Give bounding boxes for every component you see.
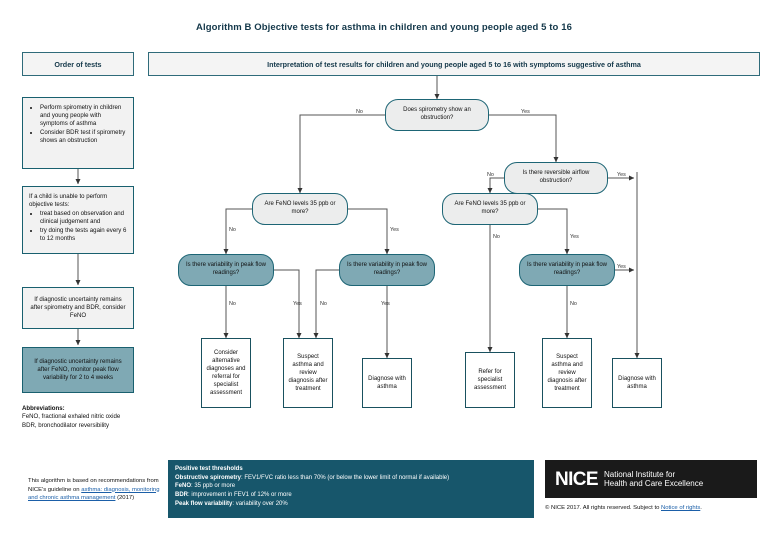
decision-peak-flow-middle[interactable]: Is there variability in peak flow readin…	[339, 254, 435, 286]
copyright-prefix: © NICE 2017. All rights reserved. Subjec…	[545, 505, 661, 511]
edge-label-no: No	[570, 301, 577, 307]
decision-peak-flow-right[interactable]: Is there variability in peak flow readin…	[519, 254, 615, 286]
edge-label-no: No	[487, 172, 494, 178]
threshold-label: Obstructive spirometry	[175, 474, 242, 481]
header-order-of-tests: Order of tests	[22, 52, 134, 76]
terminal-suspect-asthma-right[interactable]: Suspect asthma and review diagnosis afte…	[542, 338, 592, 408]
abbreviations: Abbreviations: FeNO, fractional exhaled …	[22, 405, 172, 430]
abbreviations-heading: Abbreviations:	[22, 405, 65, 412]
order-box-text: If diagnostic uncertainty remains after …	[34, 357, 122, 382]
terminal-diagnose-with-asthma-right[interactable]: Diagnose with asthma	[612, 358, 662, 408]
edge-label-yes: Yes	[390, 227, 399, 233]
order-bullet: treat based on observation and clinical …	[40, 210, 127, 226]
nice-logo: NICE National Institute for Health and C…	[545, 460, 757, 498]
thresholds-title: Positive test thresholds	[175, 466, 243, 472]
decision-peak-flow-left[interactable]: Is there variability in peak flow readin…	[178, 254, 274, 286]
threshold-value: : FEV1/FVC ratio less than 70% (or below…	[241, 474, 450, 481]
edge-label-no: No	[320, 301, 327, 307]
order-bullet: Consider BDR test if spirometry shows an…	[40, 129, 127, 145]
decision-spirometry-obstruction[interactable]: Does spirometry show an obstruction?	[385, 99, 489, 131]
source-note-line1: This algorithm is based on	[28, 478, 97, 484]
edge-label-yes: Yes	[293, 301, 302, 307]
terminal-refer-for-specialist-assessment[interactable]: Refer for specialist assessment	[465, 352, 515, 408]
edge-label-no: No	[229, 227, 236, 233]
nice-tagline-line1: National Institute for	[604, 469, 676, 479]
terminal-suspect-asthma-left[interactable]: Suspect asthma and review diagnosis afte…	[283, 338, 333, 408]
order-bullet: try doing the tests again every 6 to 12 …	[40, 227, 127, 243]
edge-label-yes: Yes	[617, 264, 626, 270]
threshold-label: Peak flow variability	[175, 500, 233, 507]
order-box-text: If diagnostic uncertainty remains after …	[30, 295, 126, 320]
copyright-notice: © NICE 2017. All rights reserved. Subjec…	[545, 505, 760, 511]
edge-label-no: No	[229, 301, 236, 307]
source-note: This algorithm is based on recommendatio…	[28, 477, 160, 503]
source-note-prefix: on	[73, 486, 82, 493]
edge-label-no: No	[493, 234, 500, 240]
threshold-item: Obstructive spirometry: FEV1/FVC ratio l…	[175, 474, 527, 483]
threshold-value: : 35 ppb or more	[191, 483, 236, 490]
nice-tagline: National Institute for Health and Care E…	[604, 470, 703, 489]
decision-reversible-airflow[interactable]: Is there reversible airflow obstruction?	[504, 162, 608, 194]
threshold-value: : improvement in FEV1 of 12% or more	[188, 492, 292, 499]
threshold-item: FeNO: 35 ppb or more	[175, 482, 527, 491]
nice-wordmark: NICE	[555, 468, 599, 490]
threshold-label: FeNO	[175, 483, 192, 490]
threshold-item: BDR: improvement in FEV1 of 12% or more	[175, 491, 527, 500]
edge-label-yes: Yes	[617, 172, 626, 178]
order-box-monitor-peak-flow: If diagnostic uncertainty remains after …	[22, 347, 134, 393]
copyright-suffix: .	[700, 505, 702, 511]
order-box-unable-to-perform: If a child is unable to perform objectiv…	[22, 186, 134, 254]
guideline-link[interactable]: asthma: diagnosis, monitoring and chroni…	[28, 486, 160, 502]
edge-label-yes: Yes	[570, 234, 579, 240]
abbreviation-line: FeNO, fractional exhaled nitric oxide	[22, 413, 121, 421]
source-note-suffix: (2017)	[115, 495, 135, 502]
nice-tagline-line2: Health and Care Excellence	[604, 479, 704, 488]
threshold-value: : variability over 20%	[232, 500, 288, 507]
decision-feno-left[interactable]: Are FeNO levels 35 ppb or more?	[252, 193, 348, 225]
terminal-consider-alternative-diagnoses[interactable]: Consider alternative diagnoses and refer…	[201, 338, 251, 408]
edge-label-yes: Yes	[521, 109, 530, 115]
decision-feno-right[interactable]: Are FeNO levels 35 ppb or more?	[442, 193, 538, 225]
order-box-lead: If a child is unable to perform objectiv…	[29, 193, 108, 209]
order-box-consider-feno: If diagnostic uncertainty remains after …	[22, 287, 134, 329]
order-bullet: Perform spirometry in children and young…	[40, 104, 127, 128]
page-title: Algorithm B Objective tests for asthma i…	[196, 22, 572, 33]
notice-of-rights-link[interactable]: Notice of rights	[661, 505, 701, 511]
terminal-diagnose-with-asthma-left[interactable]: Diagnose with asthma	[362, 358, 412, 408]
abbreviation-line: BDR, bronchodilator reversibility	[22, 421, 110, 429]
edge-label-no: No	[356, 109, 363, 115]
header-interpretation: Interpretation of test results for child…	[148, 52, 760, 76]
positive-test-thresholds-panel: Positive test thresholds Obstructive spi…	[168, 460, 534, 518]
edge-label-yes: Yes	[381, 301, 390, 307]
threshold-label: BDR	[175, 492, 188, 499]
order-box-spirometry: Perform spirometry in children and young…	[22, 97, 134, 169]
source-note-line2: recommendations from NICE's guideline	[28, 478, 159, 493]
threshold-item: Peak flow variability: variability over …	[175, 500, 527, 509]
